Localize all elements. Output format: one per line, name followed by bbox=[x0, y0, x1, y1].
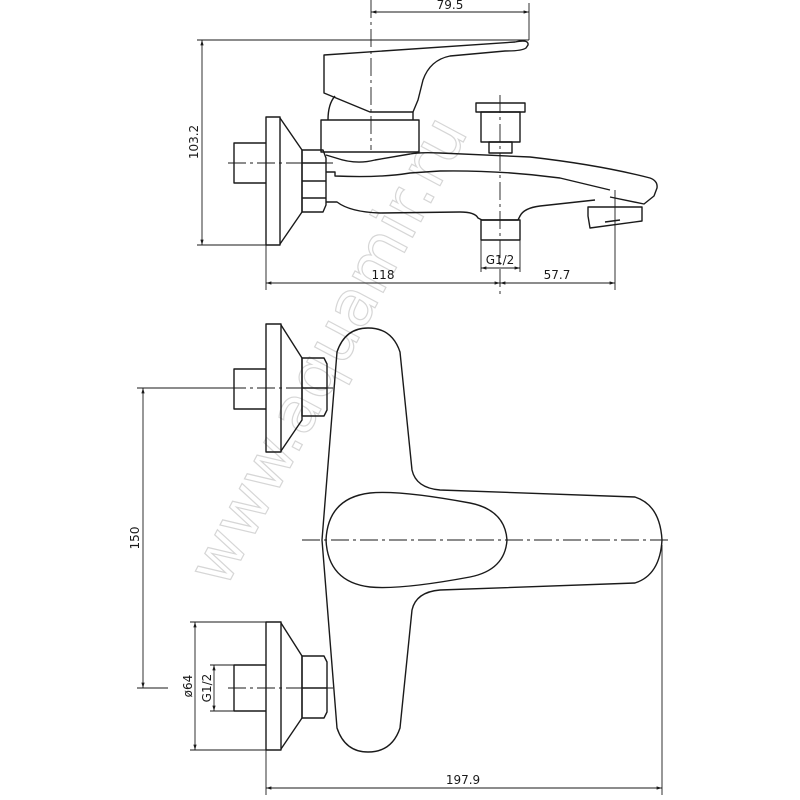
upper-inlet-stub bbox=[233, 368, 266, 410]
aerator bbox=[587, 206, 643, 229]
flange-cone bbox=[279, 117, 303, 245]
wall-flange bbox=[265, 116, 281, 246]
dimension-label-wall-to-outlet: 118 bbox=[372, 268, 395, 282]
dimension-label-flange-diameter: ø64 bbox=[181, 675, 195, 698]
cartridge-body bbox=[320, 119, 420, 153]
lower-hex-nut bbox=[301, 655, 328, 719]
lower-flange-cone bbox=[280, 622, 303, 750]
dimension-label-center-distance: 150 bbox=[128, 527, 142, 550]
dimension-label-lever-reach: 79.5 bbox=[437, 0, 464, 12]
lever-neck bbox=[327, 95, 414, 121]
outlet-stub bbox=[480, 219, 521, 241]
top-view: 150 ø64 G1/2 197.9 bbox=[128, 323, 672, 795]
side-view: 79.5 103.2 G1/2 118 57.7 bbox=[187, 0, 658, 295]
dimension-label-outlet-to-spout: 57.7 bbox=[544, 268, 571, 282]
dimension-label-height: 103.2 bbox=[187, 125, 201, 159]
lower-flange bbox=[265, 621, 282, 751]
diverter-knob bbox=[475, 102, 526, 113]
hex-nut bbox=[301, 149, 327, 213]
diverter-stem bbox=[488, 141, 513, 154]
dimension-label-total-depth: 197.9 bbox=[446, 773, 480, 787]
dimension-label-outlet-thread: G1/2 bbox=[486, 253, 515, 267]
dimension-label-inlet-thread: G1/2 bbox=[200, 674, 214, 703]
diverter-knob-body bbox=[480, 111, 521, 143]
spout bbox=[325, 151, 658, 221]
lever-handle bbox=[323, 40, 529, 113]
